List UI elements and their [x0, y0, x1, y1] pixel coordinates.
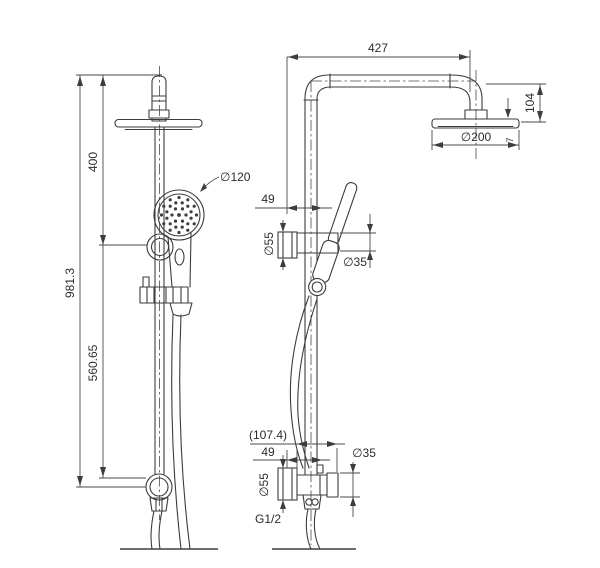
dim-hand-shower-diameter-label: ∅120 — [220, 170, 251, 184]
front-top-inlet-band — [151, 95, 167, 102]
side-hose-lower — [305, 508, 321, 550]
ext-35-holder — [340, 232, 376, 252]
side-holder-arm — [296, 232, 339, 254]
side-view-dimensions: 427 104 7 ∅200 49 — [249, 41, 546, 526]
hand-shower-spray-end — [169, 302, 193, 317]
dim-lower-reference-label: (107.4) — [249, 428, 287, 442]
side-outlet-peg — [316, 464, 324, 474]
front-view-dimensions: 981.3 400 560.65 ∅120 — [63, 74, 251, 488]
dim-arm-reach-label: 427 — [368, 41, 388, 55]
dim-holder-diameter-label: ∅35 — [343, 255, 367, 269]
hose-connector-nut — [149, 497, 169, 512]
dim-outlet-diameter-label: ∅35 — [352, 446, 376, 460]
dim-upper-offset-label: 49 — [261, 192, 275, 206]
side-view: 427 104 7 ∅200 49 — [249, 41, 546, 550]
dim-upper-span-label: 400 — [86, 152, 100, 172]
hand-shower-face-inner — [157, 193, 201, 237]
front-hose-lower — [150, 510, 163, 550]
side-hose-nut — [302, 494, 322, 510]
dim-head-thickness-label: 7 — [505, 137, 515, 142]
front-wall-bracket — [139, 286, 189, 304]
side-hose-upper — [289, 295, 318, 469]
side-lower-flange-lines — [282, 467, 293, 501]
handle-button-slot — [174, 248, 185, 266]
spray-nozzle-pattern — [159, 195, 199, 235]
side-view-part — [272, 70, 520, 550]
front-hose-upper — [171, 314, 191, 550]
side-rain-head — [431, 118, 520, 129]
side-hand-shower — [308, 182, 358, 297]
dim-upper-flange-label: ∅55 — [262, 232, 276, 256]
dim-lower-flange-label: ∅55 — [257, 473, 271, 497]
side-arm-bend-ticks — [303, 73, 451, 101]
slider-ring-inner — [150, 237, 170, 257]
front-riser-pipe — [154, 126, 165, 475]
dim-head-drop-label: 104 — [523, 93, 537, 113]
ext-35-outlet — [340, 472, 360, 498]
hose-connector-inner — [149, 477, 169, 497]
slider-ring-outer — [146, 233, 174, 261]
side-top-arm — [304, 74, 483, 111]
front-view-part — [114, 66, 218, 550]
front-view: 981.3 400 560.65 ∅120 — [63, 66, 251, 550]
dim-lower-span-label: 560.65 — [86, 344, 100, 381]
thread-label: G1/2 — [255, 512, 281, 526]
side-hose-nut-knurl-left — [305, 498, 313, 506]
side-outlet-cap — [326, 472, 339, 498]
side-outlet-arm — [296, 474, 328, 496]
side-upper-flange-lines — [282, 231, 293, 259]
front-top-inlet — [151, 75, 167, 111]
dim-head-diameter-label: ∅200 — [461, 130, 492, 144]
side-lower-flange — [277, 467, 298, 501]
hand-shower-face-outer — [153, 189, 205, 241]
front-bracket-peg — [142, 276, 150, 288]
front-rain-head-edge — [114, 118, 203, 128]
side-hose-nut-knurl-right — [311, 498, 319, 506]
front-wall-bracket-lines — [146, 286, 182, 304]
dim-lower-offset-label: 49 — [261, 445, 275, 459]
dim-overall-height-label: 981.3 — [63, 268, 77, 298]
side-upper-flange — [277, 231, 298, 259]
